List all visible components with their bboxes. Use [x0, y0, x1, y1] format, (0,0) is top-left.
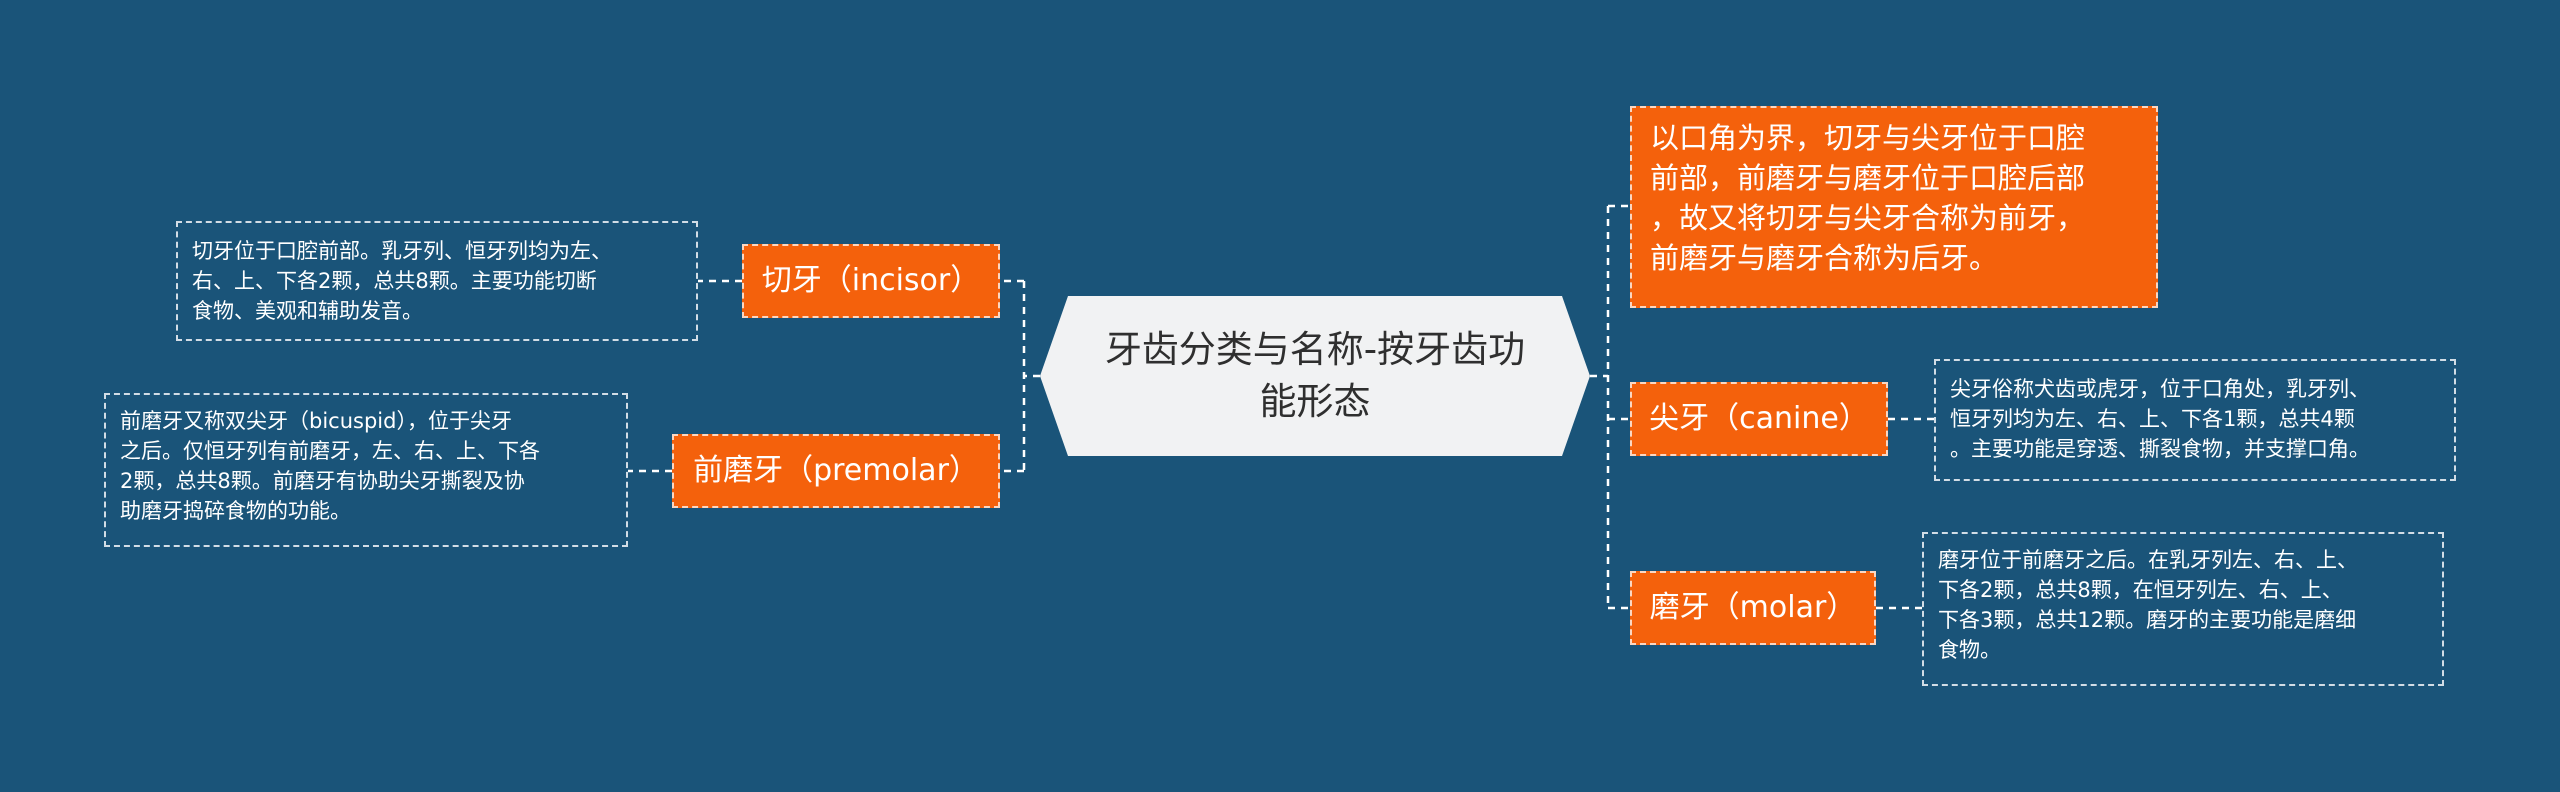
- molar-note[interactable]: 磨牙位于前磨牙之后。在乳牙列左、右、上、 下各2颗，总共8颗，在恒牙列左、右、上…: [1922, 532, 2444, 686]
- boundary-line: ，故又将切牙与尖牙合称为前牙，: [1650, 201, 2086, 235]
- canine-note-line: 。主要功能是穿透、撕裂食物，并支撑口角。: [1950, 437, 2370, 461]
- central-topic-line-2: 能形态: [1259, 380, 1371, 423]
- molar-node[interactable]: 磨牙（molar）: [1630, 571, 1876, 645]
- canine-note-line: 尖牙俗称犬齿或虎牙，位于口角处，乳牙列、: [1950, 377, 2370, 401]
- premolar-note-line: 2颗，总共8颗。前磨牙有协助尖牙撕裂及协: [120, 469, 525, 493]
- canine-note[interactable]: 尖牙俗称犬齿或虎牙，位于口角处，乳牙列、 恒牙列均为左、右、上、下各1颗，总共4…: [1934, 359, 2456, 481]
- premolar-node[interactable]: 前磨牙（premolar）: [672, 434, 1000, 508]
- canine-note-line: 恒牙列均为左、右、上、下各1颗，总共4颗: [1950, 407, 2355, 431]
- incisor-node[interactable]: 切牙（incisor）: [742, 244, 1000, 318]
- central-topic-line-1: 牙齿分类与名称-按牙齿功: [1104, 328, 1526, 371]
- premolar-note-line: 前磨牙又称双尖牙（bicuspid），位于尖牙: [120, 409, 512, 433]
- premolar-note[interactable]: 前磨牙又称双尖牙（bicuspid），位于尖牙 之后。仅恒牙列有前磨牙，左、右、…: [104, 393, 628, 547]
- molar-note-line: 磨牙位于前磨牙之后。在乳牙列左、右、上、: [1938, 548, 2358, 572]
- boundary-node[interactable]: 以口角为界，切牙与尖牙位于口腔 前部，前磨牙与磨牙位于口腔后部 ，故又将切牙与尖…: [1630, 106, 2158, 308]
- premolar-label: 前磨牙（premolar）: [693, 453, 979, 488]
- incisor-note[interactable]: 切牙位于口腔前部。乳牙列、恒牙列均为左、 右、上、下各2颗，总共8颗。主要功能切…: [176, 221, 698, 341]
- premolar-note-line: 助磨牙捣碎食物的功能。: [120, 499, 351, 523]
- boundary-line: 前磨牙与磨牙合称为后牙。: [1650, 241, 1999, 275]
- molar-note-line: 下各3颗，总共12颗。磨牙的主要功能是磨细: [1938, 608, 2357, 632]
- boundary-line: 以口角为界，切牙与尖牙位于口腔: [1650, 121, 2086, 155]
- incisor-note-line: 食物、美观和辅助发音。: [192, 299, 423, 323]
- molar-note-line: 下各2颗，总共8颗，在恒牙列左、右、上、: [1938, 578, 2343, 602]
- premolar-note-line: 之后。仅恒牙列有前磨牙，左、右、上、下各: [120, 439, 540, 463]
- boundary-line: 前部，前磨牙与磨牙位于口腔后部: [1650, 161, 2086, 195]
- central-topic[interactable]: 牙齿分类与名称-按牙齿功 能形态: [1040, 296, 1590, 456]
- incisor-note-line: 右、上、下各2颗，总共8颗。主要功能切断: [192, 269, 597, 293]
- incisor-note-line: 切牙位于口腔前部。乳牙列、恒牙列均为左、: [192, 239, 612, 263]
- molar-note-line: 食物。: [1938, 638, 2001, 662]
- canine-node[interactable]: 尖牙（canine）: [1630, 382, 1888, 456]
- incisor-label: 切牙（incisor）: [761, 263, 981, 298]
- molar-label: 磨牙（molar）: [1649, 590, 1857, 625]
- canine-label: 尖牙（canine）: [1649, 401, 1869, 436]
